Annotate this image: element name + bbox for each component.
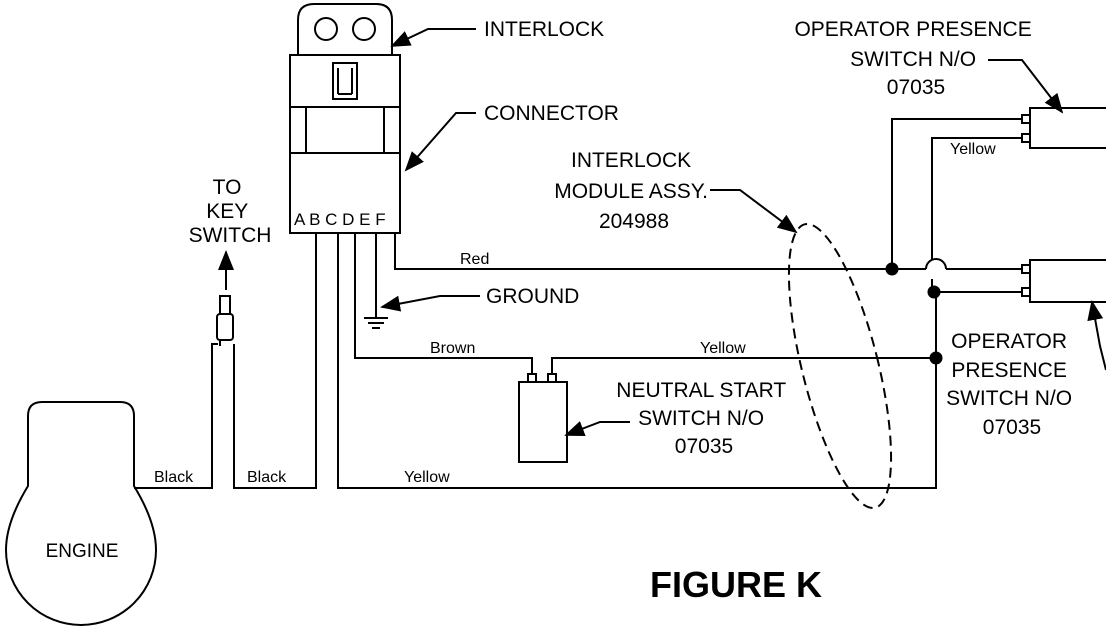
engine-label: ENGINE	[46, 541, 119, 562]
to-key-switch-line-2: KEY	[206, 200, 248, 223]
op-switch-bottom	[1021, 259, 1106, 303]
neutral-leader	[564, 421, 630, 437]
op-switch-top-label: OPERATOR PRESENCE SWITCH N/O 07035	[794, 18, 1037, 99]
yellow-top-label: Yellow	[950, 141, 996, 158]
op-bottom-line-1: OPERATOR	[951, 330, 1067, 353]
ground-label: GROUND	[486, 285, 579, 308]
module-line-2: MODULE ASSY.	[554, 180, 708, 203]
neutral-line-2: SWITCH N/O	[638, 407, 764, 430]
figure-caption: FIGURE K	[650, 564, 822, 605]
yellow-wire-neutral	[551, 357, 936, 374]
black-wire-connector	[233, 233, 317, 489]
neutral-start-switch	[518, 373, 568, 463]
yellow-neutral-label: Yellow	[700, 340, 746, 357]
op-top-leader	[988, 59, 1064, 114]
brown-wire-label: Brown	[430, 340, 475, 357]
op-bottom-leader	[1087, 300, 1106, 371]
black-engine-label: Black	[154, 469, 194, 486]
red-wire-label: Red	[460, 251, 489, 268]
interlock-label: INTERLOCK	[484, 18, 604, 41]
op-top-line-2: SWITCH N/O	[850, 48, 976, 71]
to-key-switch-line-3: SWITCH	[189, 224, 272, 247]
neutral-line-3: 07035	[675, 435, 733, 458]
op-top-wire-red	[891, 118, 1022, 269]
module-line-3: 204988	[599, 210, 669, 233]
op-switch-top	[1021, 107, 1106, 149]
interlock-slot	[332, 62, 358, 100]
ground-leader	[380, 295, 480, 312]
interlock-hole-left	[314, 17, 338, 41]
op-bottom-line-3: SWITCH N/O	[946, 387, 1072, 410]
neutral-line-1: NEUTRAL START	[616, 379, 786, 402]
to-key-switch-line-1: TO	[213, 176, 242, 199]
junction-op-bottom	[927, 285, 941, 299]
connector-body	[289, 106, 401, 234]
brown-wire	[354, 233, 533, 375]
op-bottom-line-4: 07035	[983, 416, 1041, 439]
red-wire-hop	[925, 258, 947, 270]
to-key-switch-label: TO KEY SWITCH	[189, 176, 272, 247]
key-switch-terminal	[216, 295, 234, 346]
op-switch-bottom-label: OPERATOR PRESENCE SWITCH N/O 07035	[946, 330, 1078, 439]
yellow-wire-bottom	[337, 233, 937, 489]
interlock-head	[297, 3, 393, 56]
interlock-hole-right	[352, 17, 376, 41]
yellow-bottom-label: Yellow	[404, 469, 450, 486]
black-wire-engine	[134, 343, 218, 489]
red-wire	[394, 233, 926, 270]
neutral-start-label: NEUTRAL START SWITCH N/O 07035	[616, 379, 791, 458]
op-top-wire-yellow	[931, 137, 1022, 259]
module-leader	[710, 189, 798, 234]
connector-leader	[404, 112, 476, 172]
interlock-leader	[390, 28, 476, 47]
op-top-line-3: 07035	[887, 76, 945, 99]
op-bottom-line-2: PRESENCE	[951, 359, 1067, 382]
connector-label: CONNECTOR	[484, 102, 619, 125]
engine-outline	[4, 401, 158, 626]
interlock-module-label: INTERLOCK MODULE ASSY. 204988	[554, 149, 714, 233]
junction-red	[885, 262, 899, 276]
interlock-module: A B C D E F	[289, 3, 401, 234]
black-connector-label: Black	[247, 469, 287, 486]
junction-neutral	[929, 351, 943, 365]
module-dashed-ellipse	[787, 223, 893, 509]
connector-pin-labels: A B C D E F	[294, 210, 386, 229]
op-top-line-1: OPERATOR PRESENCE	[794, 18, 1031, 41]
module-line-1: INTERLOCK	[571, 149, 691, 172]
